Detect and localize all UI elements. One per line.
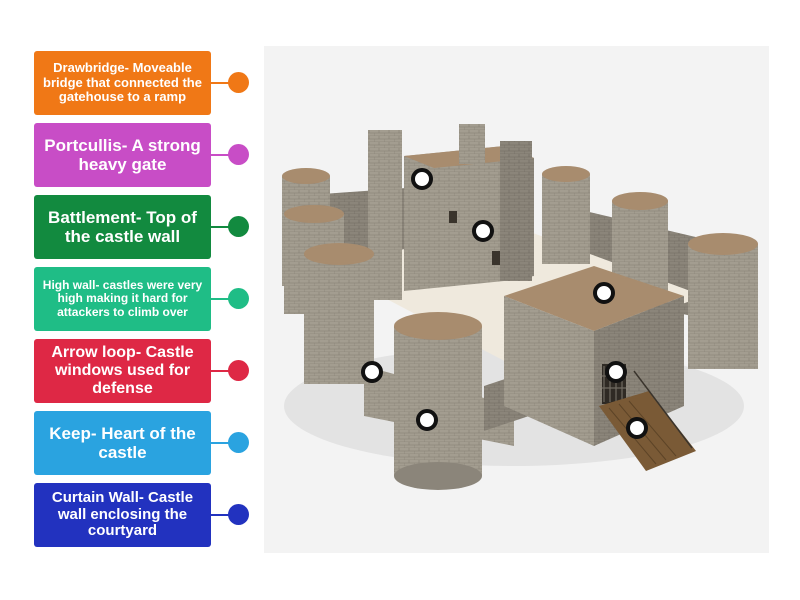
- label-curtain-wall[interactable]: Curtain Wall- Castle wall enclosing the …: [34, 483, 211, 547]
- label-curtain-wall-text: Curtain Wall- Castle wall enclosing the …: [51, 488, 194, 540]
- label-keep-text: Keep- Heart of the castle: [49, 423, 196, 462]
- label-high-wall-text: High wall- castles were very high making…: [42, 277, 203, 319]
- hotspot-7[interactable]: [626, 417, 648, 439]
- hotspot-4[interactable]: [361, 361, 383, 383]
- label-high-wall[interactable]: High wall- castles were very high making…: [34, 267, 211, 331]
- label-arrow-loop[interactable]: Arrow loop- Castle windows used for defe…: [34, 339, 211, 403]
- label-arrow-loop-pin[interactable]: [228, 360, 249, 381]
- label-battlement-pin[interactable]: [228, 216, 249, 237]
- label-keep-connector: [211, 442, 231, 444]
- label-drawbridge-pin[interactable]: [228, 72, 249, 93]
- label-drawbridge-connector: [211, 82, 231, 84]
- hotspot-3[interactable]: [593, 282, 615, 304]
- label-portcullis-pin[interactable]: [228, 144, 249, 165]
- hotspot-6[interactable]: [416, 409, 438, 431]
- label-drawbridge[interactable]: Drawbridge- Moveable bridge that connect…: [34, 51, 211, 115]
- label-curtain-wall-connector: [211, 514, 231, 516]
- label-keep[interactable]: Keep- Heart of the castle: [34, 411, 211, 475]
- label-battlement-text: Battlement- Top of the castle wall: [48, 207, 197, 246]
- label-battlement-connector: [211, 226, 231, 228]
- label-portcullis-connector: [211, 154, 231, 156]
- label-battlement[interactable]: Battlement- Top of the castle wall: [34, 195, 211, 259]
- label-portcullis-text: Portcullis- A strong heavy gate: [44, 135, 201, 174]
- label-keep-pin[interactable]: [228, 432, 249, 453]
- castle-illustration: [282, 124, 758, 490]
- castle-picture: [264, 46, 769, 553]
- hotspot-1[interactable]: [411, 168, 433, 190]
- label-portcullis[interactable]: Portcullis- A strong heavy gate: [34, 123, 211, 187]
- label-arrow-loop-text: Arrow loop- Castle windows used for defe…: [51, 344, 194, 397]
- label-high-wall-pin[interactable]: [228, 288, 249, 309]
- label-arrow-loop-connector: [211, 370, 231, 372]
- hotspot-2[interactable]: [472, 220, 494, 242]
- label-curtain-wall-pin[interactable]: [228, 504, 249, 525]
- hotspot-5[interactable]: [605, 361, 627, 383]
- label-high-wall-connector: [211, 298, 231, 300]
- label-drawbridge-text: Drawbridge- Moveable bridge that connect…: [43, 60, 202, 105]
